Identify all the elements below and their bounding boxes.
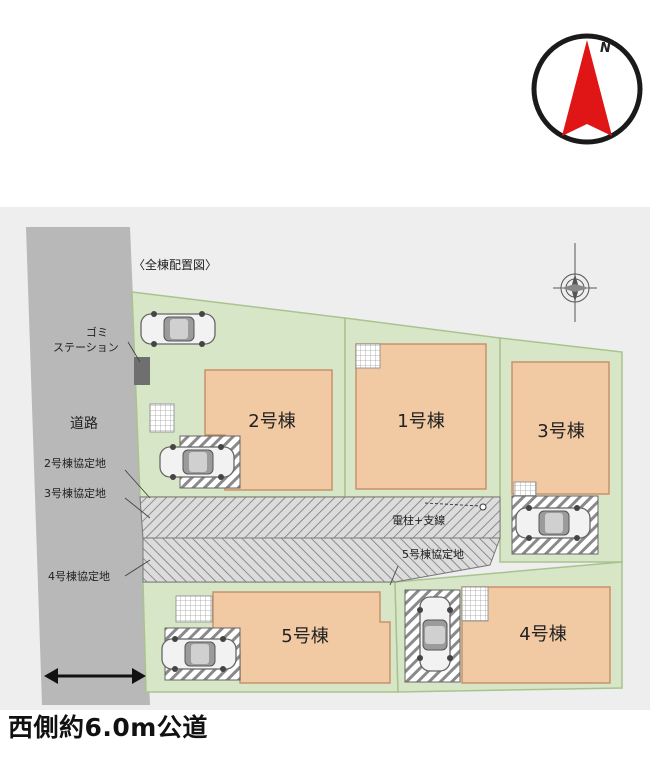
building-label-2: 2号棟 — [248, 411, 295, 432]
house-3 — [511, 361, 610, 495]
building-label-5: 5号棟 — [281, 626, 328, 647]
north-arrow-icon — [562, 40, 612, 136]
leader-building4 — [124, 559, 151, 577]
leader-garbage — [127, 341, 141, 363]
shared-driveway-north — [139, 496, 501, 539]
road — [26, 227, 150, 705]
car-icon — [140, 310, 216, 348]
porch-1 — [355, 343, 381, 369]
garbage-station-label-line1: ゴミ — [86, 325, 108, 339]
porch-3 — [513, 481, 537, 497]
agreement-label-building5: 5号棟協定地 — [402, 547, 464, 561]
garbage-station-label-line2: ステーション — [53, 341, 119, 354]
car-icon — [416, 596, 454, 672]
garbage-station — [134, 357, 150, 385]
leader-lines — [124, 341, 399, 586]
porch-2 — [149, 403, 175, 433]
shared-driveway-south — [142, 537, 501, 583]
road-width-arrow — [44, 668, 146, 684]
building-label-4: 4号棟 — [519, 624, 566, 645]
utility-pole-label: 電柱+支線 — [392, 513, 445, 527]
agreement-label-building4: 4号棟協定地 — [48, 569, 110, 583]
car-icon — [159, 443, 235, 481]
agreement-label-building3: 3号棟協定地 — [44, 486, 106, 500]
car-icon — [515, 504, 591, 542]
road-width-caption: 西側約6.0m公道 — [8, 713, 208, 742]
compass-north-label: N — [600, 41, 611, 56]
agreement-label-building2: 2号棟協定地 — [44, 456, 106, 470]
road-label: 道路 — [70, 416, 98, 432]
porch-4 — [461, 586, 489, 622]
north-compass: N — [531, 33, 643, 145]
building-label-1: 1号棟 — [397, 411, 444, 432]
plan-title: 〈全棟配置図〉 — [133, 257, 217, 272]
car-icon — [161, 635, 237, 673]
utility-pole-icon — [424, 502, 487, 511]
leader-building3 — [124, 497, 151, 519]
site-plan-compass-icon — [553, 243, 597, 322]
leader-building5 — [389, 565, 399, 586]
building-label-3: 3号棟 — [537, 421, 584, 442]
porch-grids — [149, 343, 537, 623]
leader-building2 — [124, 469, 151, 499]
porch-5 — [175, 595, 213, 623]
